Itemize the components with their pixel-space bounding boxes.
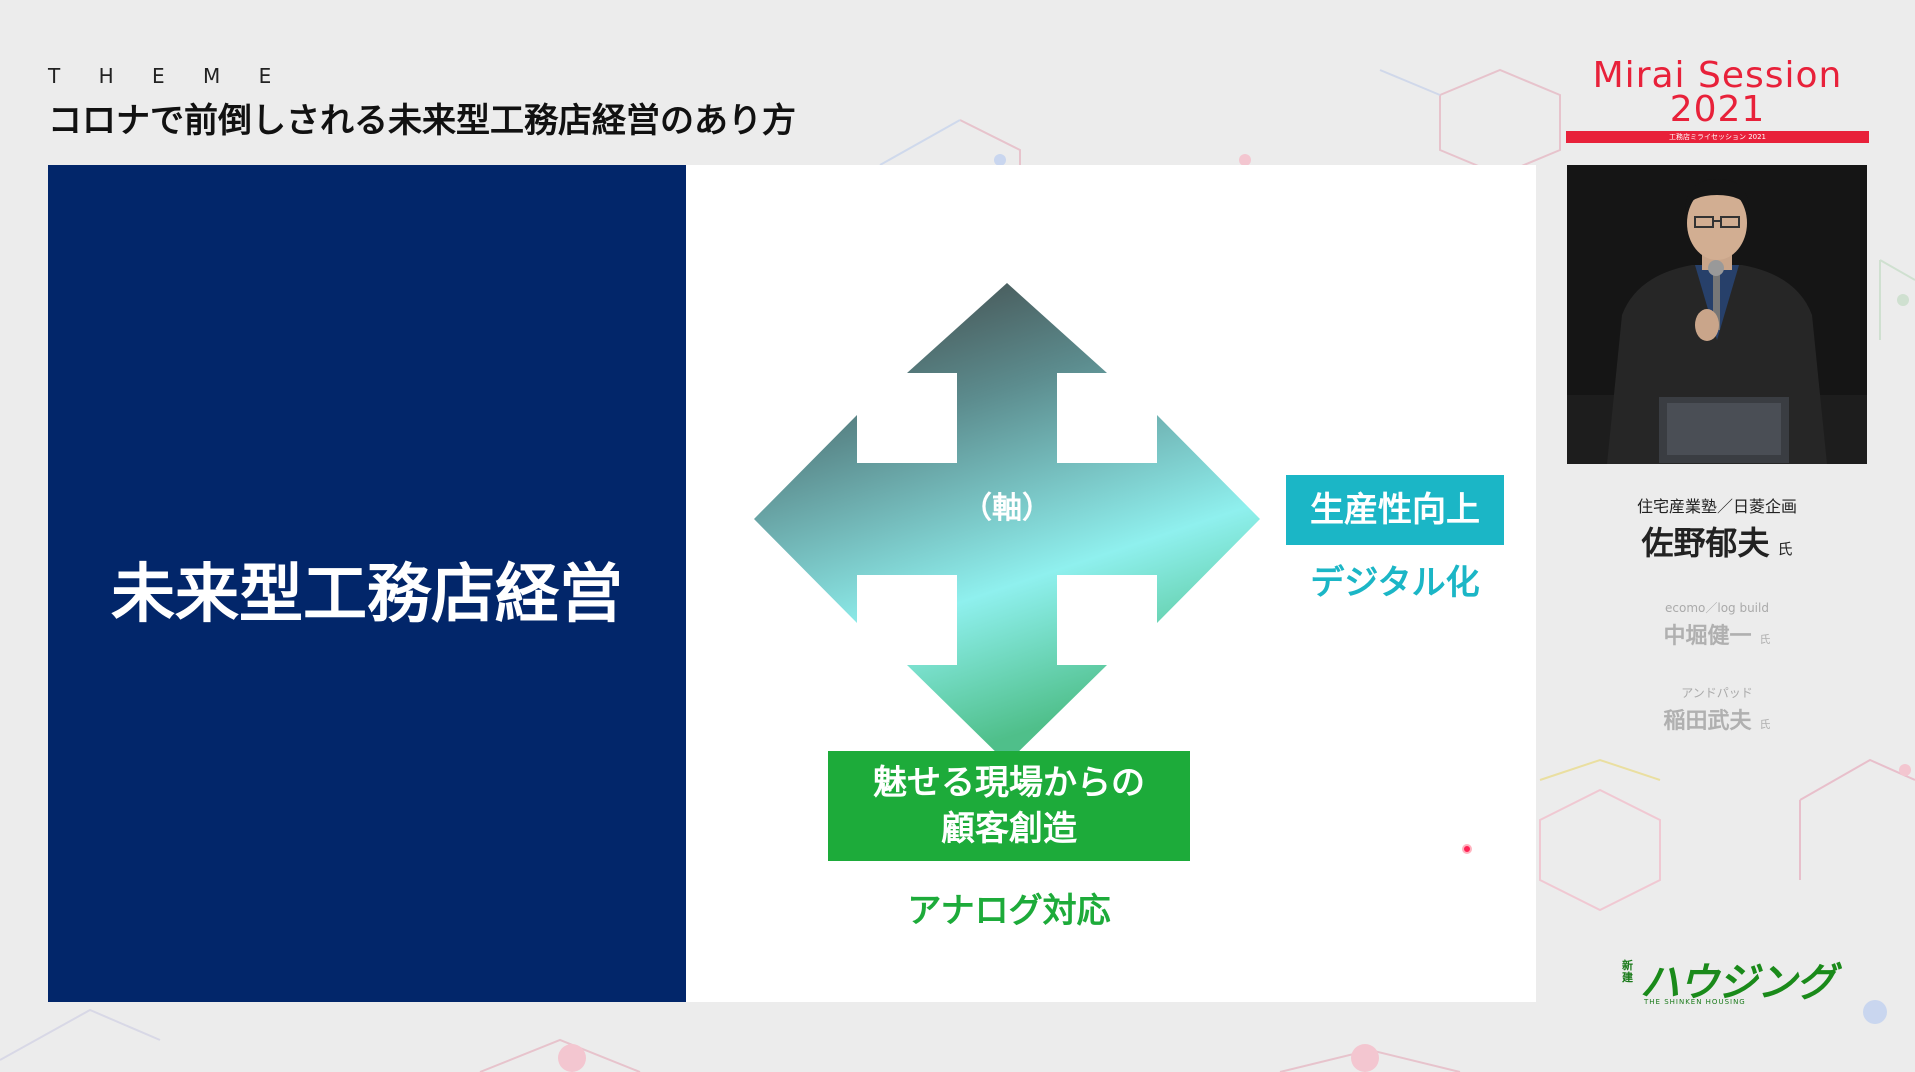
mirai-session-logo: Mirai Session 2021 工務店ミライセッション 2021 <box>1566 58 1869 143</box>
customer-box-line2: 顧客創造 <box>941 809 1077 849</box>
main-speaker-org: 住宅産業塾／日菱企画 <box>1636 497 1797 516</box>
presentation-slide: 未来型工務店経営 （軸） 生産性向上 デジタル化 魅せる現場からの 顧客創造 ア… <box>48 165 1536 1002</box>
housing-logo-small: 新建 <box>1622 959 1633 984</box>
housing-logo-tagline: THE SHINKEN HOUSING <box>1644 998 1746 1006</box>
logo-line1: Mirai Session <box>1592 55 1843 96</box>
slide-left-title: 未来型工務店経営 <box>111 558 623 632</box>
slide-left-panel: 未来型工務店経営 <box>48 165 686 1002</box>
logo-line2: 2021 <box>1669 89 1766 130</box>
analog-label: アナログ対応 <box>907 891 1111 931</box>
second-speaker-name-text: 中堀健一 <box>1663 624 1752 649</box>
customer-creation-box: 魅せる現場からの 顧客創造 <box>828 751 1190 861</box>
page-title: コロナで前倒しされる未来型工務店経営のあり方 <box>48 101 796 141</box>
logo-subtitle: 工務店ミライセッション 2021 <box>1566 131 1869 143</box>
productivity-box: 生産性向上 <box>1286 475 1504 545</box>
main-speaker-suffix: 氏 <box>1777 540 1793 558</box>
speaker-video <box>1567 165 1867 464</box>
axis-label: （軸） <box>962 491 1052 526</box>
third-speaker-name-text: 稲田武夫 <box>1663 709 1752 734</box>
housing-logo-main: ハウジング <box>1640 960 1836 1006</box>
second-speaker-suffix: 氏 <box>1759 633 1771 646</box>
third-speaker-suffix: 氏 <box>1759 718 1771 731</box>
main-speaker-name: 佐野郁夫氏 <box>1567 518 1867 564</box>
shinken-housing-logo: 新建 ハウジング THE SHINKEN HOUSING <box>1622 952 1836 1008</box>
main-speaker-name-text: 佐野郁夫 <box>1641 524 1770 562</box>
theme-label: T H E M E <box>48 64 288 88</box>
digital-label: デジタル化 <box>1310 563 1480 603</box>
third-speaker-org: アンドパッド <box>1681 686 1753 700</box>
speaker-video-image <box>1567 165 1867 464</box>
second-speaker-org: ecomo／log build <box>1665 601 1769 615</box>
second-speaker-name: 中堀健一氏 <box>1567 618 1867 650</box>
customer-box-line1: 魅せる現場からの <box>873 763 1145 803</box>
four-way-arrow-icon <box>754 283 1260 763</box>
laser-pointer <box>1462 844 1472 854</box>
third-speaker-name: 稲田武夫氏 <box>1567 703 1867 735</box>
